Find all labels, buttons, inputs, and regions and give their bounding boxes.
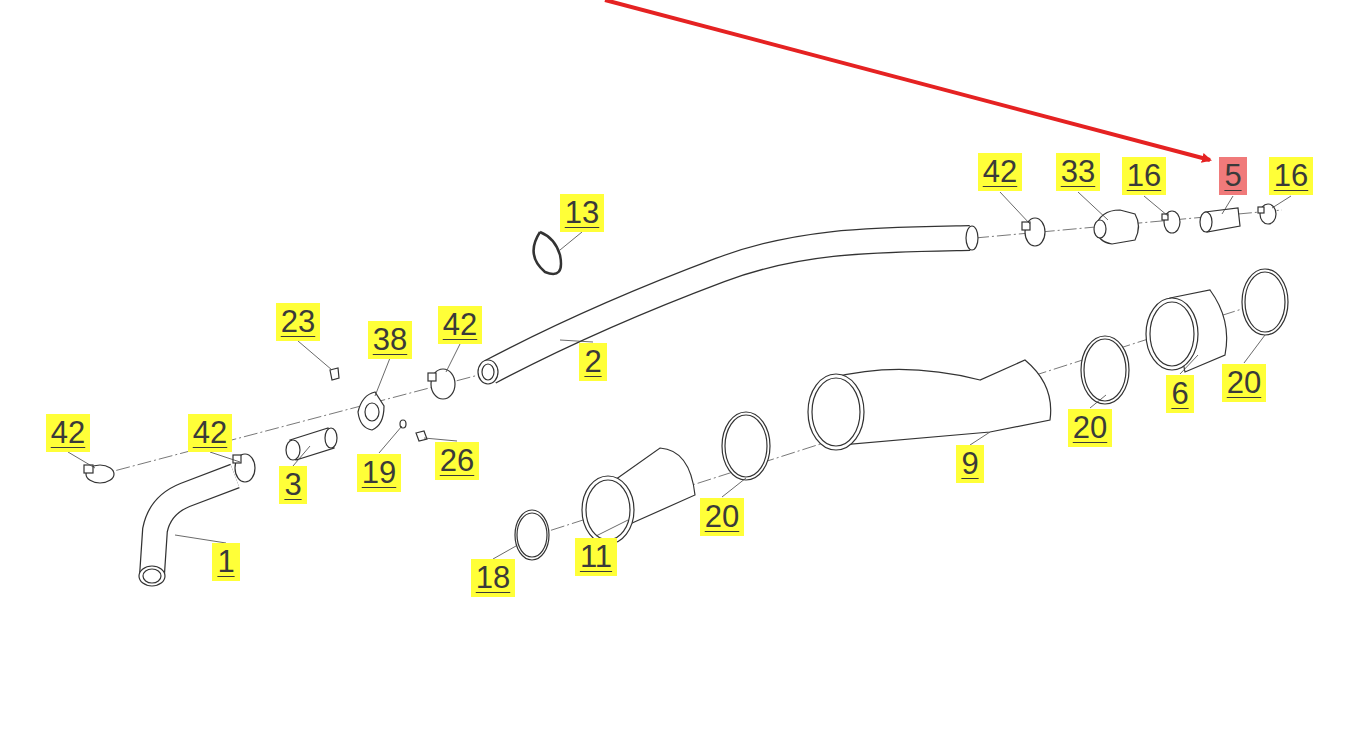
callout-number: 20	[1068, 409, 1112, 447]
callout-number: 16	[1122, 157, 1166, 195]
center-line	[95, 210, 1282, 537]
callout-number: 3	[279, 466, 306, 504]
callout-number: 5	[1219, 157, 1246, 195]
callout-number: 42	[188, 414, 232, 452]
callout-number: 9	[956, 445, 983, 483]
callout-number: 33	[1056, 153, 1100, 191]
leader-line	[68, 192, 1291, 559]
callout-number: 16	[1269, 157, 1313, 195]
callout-number: 6	[1166, 375, 1193, 413]
callout-number: 38	[368, 321, 412, 359]
callout-number: 19	[357, 454, 401, 492]
callout-number: 1	[212, 543, 239, 581]
callout-number: 42	[46, 414, 90, 452]
callout-number: 42	[978, 153, 1022, 191]
callout-number: 26	[435, 442, 479, 480]
callout-number: 23	[276, 303, 320, 341]
callout-number: 11	[575, 538, 617, 576]
pointer-arrow	[605, 0, 1210, 160]
callout-number: 20	[1222, 364, 1266, 402]
callout-number: 13	[560, 194, 604, 232]
callout-number: 20	[700, 498, 744, 536]
callout-number: 42	[438, 306, 482, 344]
callout-number: 18	[471, 559, 515, 597]
callout-number: 2	[579, 343, 606, 381]
